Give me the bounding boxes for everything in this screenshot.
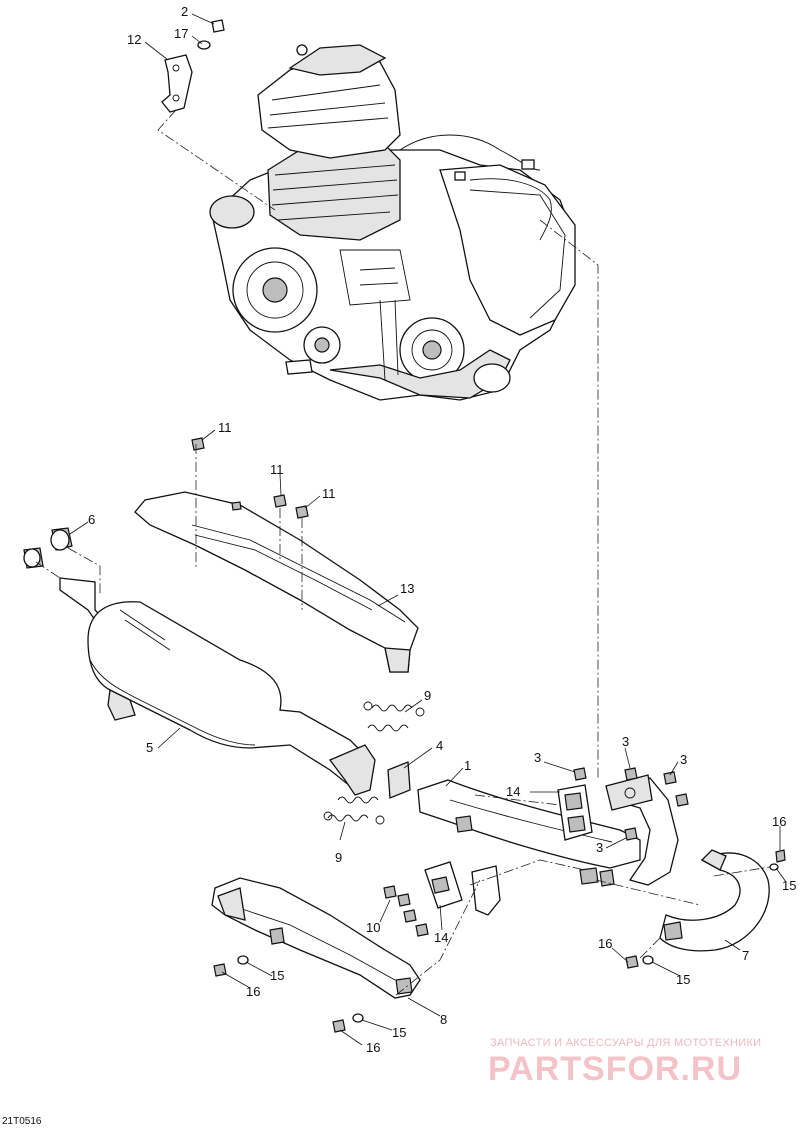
callout-16-bottom: 16 [366, 1040, 380, 1055]
gasket-4 [387, 761, 411, 799]
bolt-10-b [397, 893, 411, 907]
bracket-14-lower [424, 861, 501, 916]
bolt-10-c [403, 909, 417, 923]
callout-15-left: 15 [270, 968, 284, 983]
callout-labels: 2 17 12 11 11 11 6 13 9 5 4 1 3 3 3 14 3… [88, 4, 796, 1055]
callout-9-upper: 9 [424, 688, 431, 703]
nut-11-b [273, 494, 287, 508]
bolt-16-right [775, 849, 786, 863]
callout-14-lower: 14 [434, 930, 448, 945]
nut-16-bottom [332, 1019, 346, 1033]
callout-11-c: 11 [322, 486, 336, 501]
callout-4: 4 [436, 738, 443, 753]
nut-3-e [624, 827, 638, 841]
nut-11-d [231, 501, 242, 511]
callout-1: 1 [464, 758, 471, 773]
header-pipe [605, 774, 679, 886]
washer-15-bottom [352, 1013, 364, 1023]
nut-11-a [191, 437, 205, 451]
leader-lines [69, 13, 787, 1046]
callout-3-d: 3 [596, 840, 603, 855]
callout-9-lower: 9 [335, 850, 342, 865]
callout-6: 6 [88, 512, 95, 527]
nut-16-left [213, 963, 227, 977]
watermark: ЗАПЧАСТИ И АКСЕССУАРЫ ДЛЯ МОТОТЕХНИКИ PA… [488, 1037, 761, 1088]
curved-pipe-7 [659, 849, 770, 952]
callout-11-b: 11 [270, 462, 284, 477]
nut-16-mid [625, 955, 639, 969]
callout-13: 13 [400, 581, 414, 596]
callout-16-right: 16 [772, 814, 786, 829]
watermark-brand: PARTSFOR.RU [488, 1050, 742, 1088]
callout-3-b: 3 [622, 734, 629, 749]
callout-3-c: 3 [680, 752, 687, 767]
washer-15-mid [642, 955, 654, 965]
grommet-6-b [23, 547, 44, 569]
callout-11-a: 11 [218, 420, 232, 435]
exhaust-pipe-1 [417, 779, 641, 887]
nut-3-c [663, 771, 677, 785]
callout-3-a: 3 [534, 750, 541, 765]
callout-16-left: 16 [246, 984, 260, 999]
bolt-10-d [415, 923, 429, 937]
washer-15-left [237, 955, 249, 965]
engine-illustration [209, 44, 576, 401]
nut-3-a [573, 767, 587, 781]
nut-2 [211, 19, 225, 33]
nut-3-d [675, 793, 689, 807]
callout-5: 5 [146, 740, 153, 755]
heat-shield-8 [211, 877, 421, 999]
callout-2: 2 [181, 4, 188, 19]
grommet-6-a [50, 527, 73, 551]
heat-shield-13 [134, 491, 419, 673]
callout-14-upper: 14 [506, 784, 520, 799]
spring-9-lower [323, 796, 385, 825]
bracket-12 [161, 54, 193, 113]
callout-17: 17 [174, 26, 188, 41]
assembly-lines [35, 109, 771, 996]
callout-10: 10 [366, 920, 380, 935]
callout-7: 7 [742, 948, 749, 963]
callout-12: 12 [127, 32, 141, 47]
callout-16-mid: 16 [598, 936, 612, 951]
muffler-5 [59, 577, 376, 796]
callout-15-mid: 15 [676, 972, 690, 987]
bracket-14-upper [557, 784, 593, 841]
callout-15-bottom: 15 [392, 1025, 406, 1040]
spring-9-upper [363, 701, 425, 732]
bolt-10-a [383, 885, 397, 899]
watermark-tagline: ЗАПЧАСТИ И АКСЕССУАРЫ ДЛЯ МОТОТЕХНИКИ [490, 1037, 761, 1049]
diagram-ref-code: 21T0516 [2, 1116, 42, 1127]
nut-3-b [624, 767, 638, 781]
nut-11-c [295, 505, 309, 519]
callout-15-right: 15 [782, 878, 796, 893]
callout-8: 8 [440, 1012, 447, 1027]
